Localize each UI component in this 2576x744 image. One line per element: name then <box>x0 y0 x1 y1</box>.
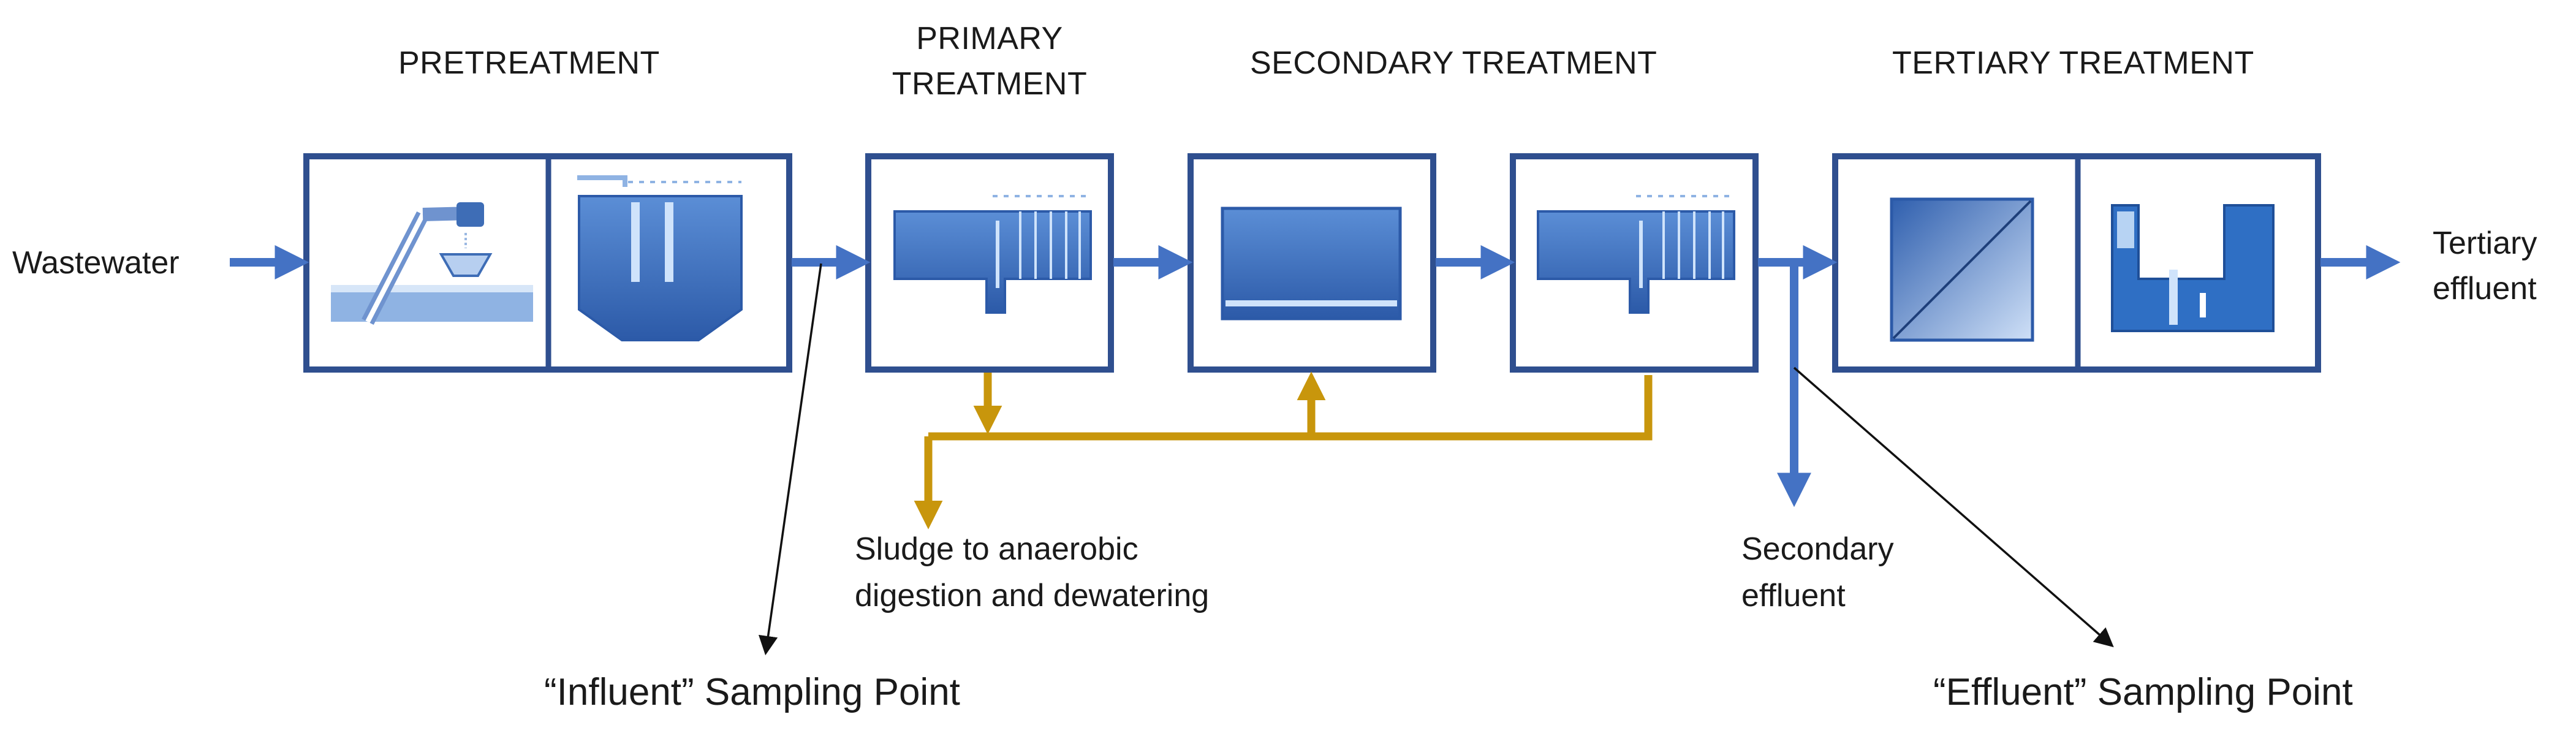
tertiary-effluent-line1: Tertiary <box>2433 226 2537 261</box>
tertiary-effluent-line2: effluent <box>2433 271 2537 306</box>
screen-channel-icon <box>331 202 533 325</box>
secondary-clarifier-icon <box>1537 195 1735 314</box>
filter-icon <box>1890 197 2034 342</box>
stage-label-tertiary: TERTIARY TREATMENT <box>1892 45 2254 81</box>
tertiary-effluent-label: Tertiary effluent <box>2433 221 2537 311</box>
grit-tank-icon <box>577 175 743 341</box>
effluent-sampling-label: “Effluent” Sampling Point <box>1933 671 2353 713</box>
secondary-effluent-line2: effluent <box>1741 578 1846 613</box>
sludge-label-line1: Sludge to anaerobic <box>855 531 1138 567</box>
stage-label-primary-line1: PRIMARY <box>916 21 1063 56</box>
stage-label-pretreatment: PRETREATMENT <box>398 45 660 81</box>
secondary-effluent-label: Secondary effluent <box>1741 526 1894 619</box>
sludge-return-lines <box>914 375 1653 530</box>
stage-label-primary: PRIMARY TREATMENT <box>887 16 1093 107</box>
stage-label-secondary: SECONDARY TREATMENT <box>1250 45 1657 81</box>
effluent-sampling-pointer <box>1793 366 2114 648</box>
disinfection-tank-icon <box>2111 204 2275 332</box>
secondary-effluent-line1: Secondary <box>1741 531 1894 567</box>
influent-sampling-pointer <box>758 263 822 656</box>
influent-sampling-label: “Influent” Sampling Point <box>544 671 960 713</box>
aeration-basin-icon <box>1221 207 1402 321</box>
primary-clarifier-icon <box>893 195 1092 314</box>
stage-label-primary-line2: TREATMENT <box>892 66 1088 102</box>
wastewater-label: Wastewater <box>12 245 180 281</box>
sludge-label-line2: digestion and dewatering <box>855 578 1210 613</box>
sludge-label: Sludge to anaerobic digestion and dewate… <box>855 526 1209 619</box>
